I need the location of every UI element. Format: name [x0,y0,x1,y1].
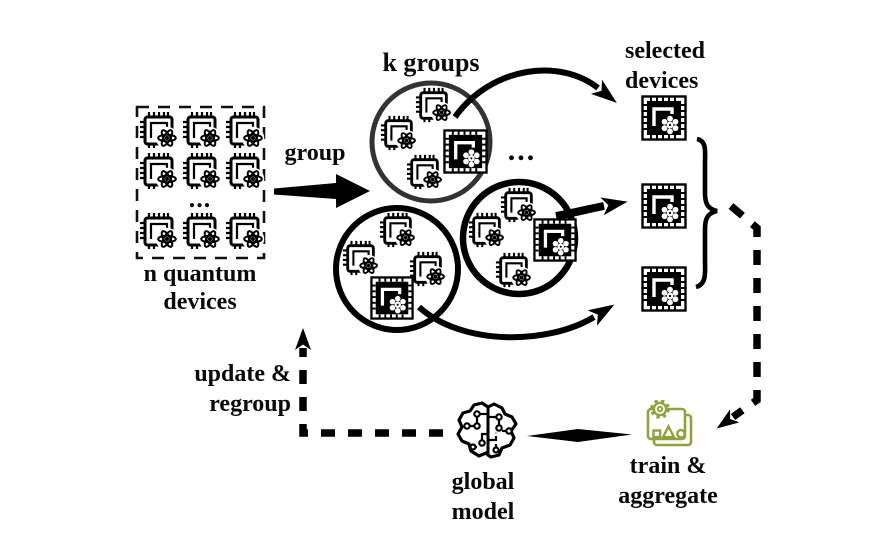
groups-ellipsis: ... [508,134,537,167]
selection-arrow-1 [452,67,617,119]
global-model: global model [452,401,518,525]
curly-brace [695,136,718,290]
quantum-chip-icon [139,151,179,191]
k-groups: k groups ... [333,48,579,333]
device-pool: ... n quantum devices [135,105,266,315]
quantum-chip-icon [379,211,417,249]
quantum-chip-icon [409,250,447,288]
train-aggregate: train & aggregate [618,400,718,509]
selection-arrow-2 [555,197,628,220]
selected-quantum-chip-icon [443,129,488,174]
quantum-chip-icon [182,110,222,150]
quantum-chip-icon [225,151,265,191]
global-label-line1: global [452,469,515,495]
update-label-line2: regroup [209,391,291,417]
selected-quantum-chip-icon [370,276,414,320]
quantum-chip-icon [380,114,418,152]
group-circle-2 [333,205,461,333]
quantum-chip-icon [415,86,453,124]
group-arrow [274,174,370,208]
selected-quantum-chip-icon [641,266,687,312]
dashed-arrow-to-train [716,203,761,429]
group-step: group [274,140,370,208]
pool-label-line1: n quantum [144,261,257,287]
brain-circuit-icon [456,401,518,459]
global-label-line2: model [452,499,515,525]
device-pool-dashed-border [135,105,266,260]
quantum-chip-icon [139,110,179,150]
quantum-chip-icon [182,211,222,251]
train-label-line1: train & [630,453,707,479]
quantum-chip-icon [342,239,380,277]
quantum-chip-icon [225,211,265,251]
quantum-chip-icon [225,110,265,150]
selected-label-line2: devices [625,68,698,94]
selected-label-line1: selected [625,38,706,64]
train-aggregate-icon [646,400,693,447]
pool-ellipsis: ... [189,184,212,213]
pool-label-line2: devices [163,289,236,315]
selected-quantum-chip-icon [641,95,687,141]
k-groups-label: k groups [382,48,479,77]
selection-arrow-3 [416,304,615,341]
quantum-chip-icon [468,211,506,249]
quantum-chip-icon [139,211,179,251]
selected-quantum-chip-icon [533,218,577,262]
selected-devices: selected devices [625,38,718,312]
update-regroup-dashed-arrow [295,328,443,437]
quantum-chip-icon [495,251,533,289]
selected-quantum-chip-icon [641,183,687,229]
train-to-global-connector [527,429,632,442]
quantum-chip-icon [500,186,538,224]
train-label-line2: aggregate [618,483,718,509]
group-arrow-label: group [285,140,346,166]
update-regroup: update & regroup [194,361,291,417]
quantum-chip-icon [406,153,444,191]
update-label-line1: update & [194,361,291,387]
